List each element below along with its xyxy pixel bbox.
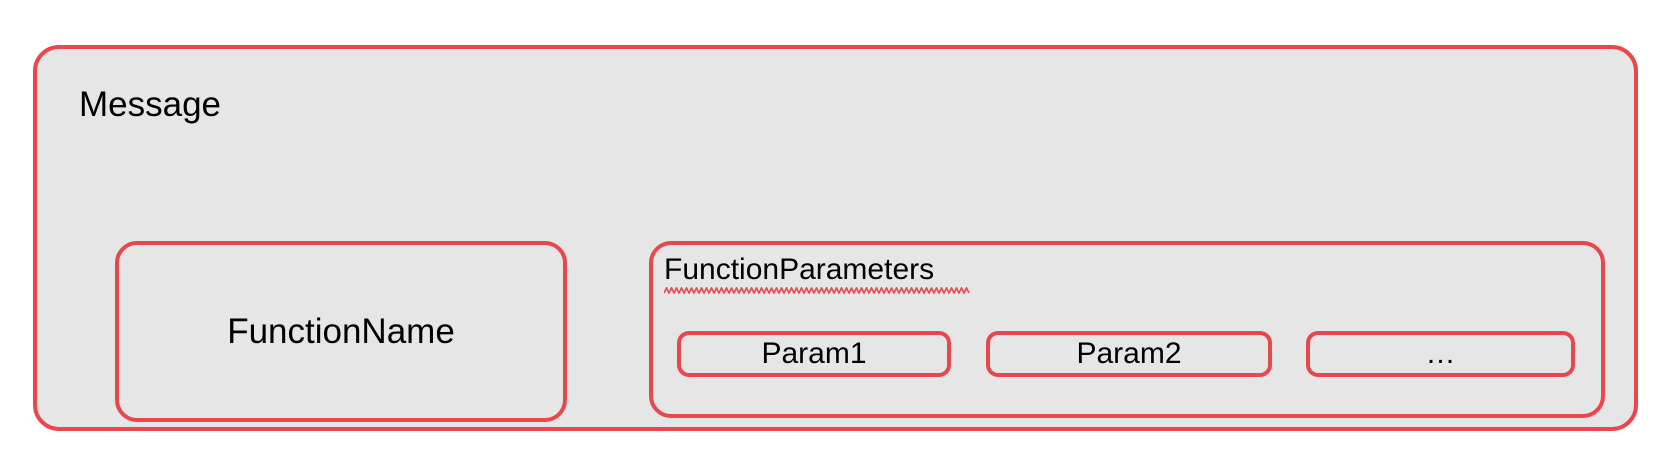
message-block-label: Message: [79, 85, 222, 124]
spellcheck-squiggle-underline: [664, 287, 970, 294]
param-chip-label: Param2: [1076, 337, 1182, 370]
function-name-block[interactable]: FunctionName: [115, 241, 567, 422]
param-chip[interactable]: Param1: [677, 331, 951, 377]
param-chip-label: Param1: [761, 337, 867, 370]
function-name-label: FunctionName: [227, 311, 455, 351]
param-chip-ellipsis[interactable]: …: [1306, 331, 1575, 377]
message-block[interactable]: Message FunctionName FunctionParameters …: [33, 45, 1638, 431]
param-chip-label: …: [1425, 337, 1456, 370]
function-parameters-label: FunctionParameters: [664, 253, 935, 286]
param-chip[interactable]: Param2: [986, 331, 1272, 377]
function-parameters-block[interactable]: FunctionParameters Param1 Param2 …: [649, 241, 1605, 418]
